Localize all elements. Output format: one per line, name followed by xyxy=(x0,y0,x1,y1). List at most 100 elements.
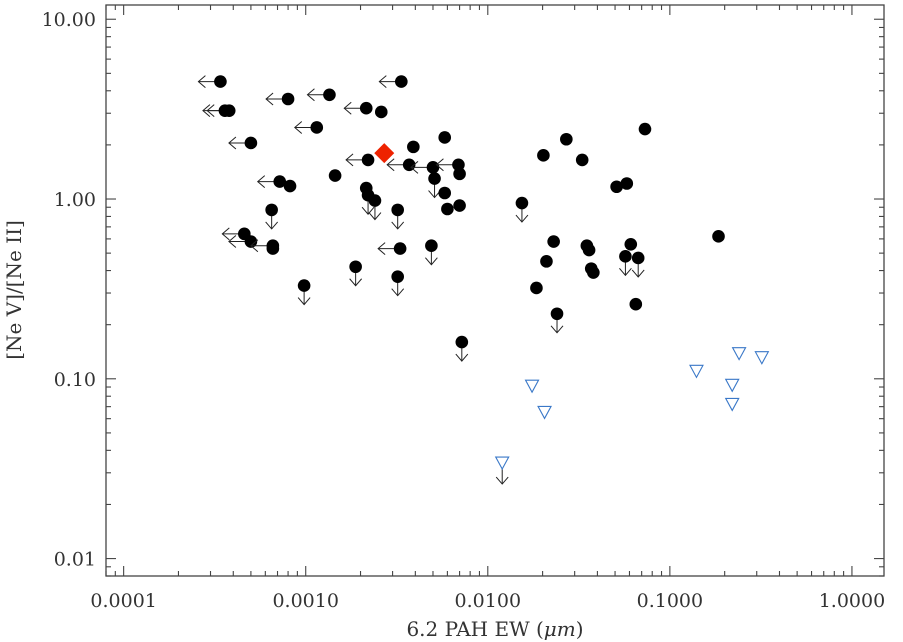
data-point xyxy=(610,180,623,194)
data-point xyxy=(391,203,404,217)
upper-limit-arrow-left xyxy=(306,88,326,102)
data-point xyxy=(455,335,469,349)
data-point xyxy=(624,237,638,251)
data-marks xyxy=(197,75,770,485)
data-point xyxy=(244,235,258,248)
data-point xyxy=(391,270,404,283)
upper-limit-arrow-left xyxy=(228,235,247,248)
x-tick-label: 1.0000 xyxy=(819,590,885,612)
y-tick-label: 0.01 xyxy=(54,549,96,571)
data-point xyxy=(515,196,529,210)
data-point-triangle xyxy=(689,364,704,379)
data-point xyxy=(283,179,297,193)
y-axis-title: [Ne V]/[Ne II] xyxy=(2,220,26,360)
x-tick-label: 0.1000 xyxy=(637,590,703,612)
data-point xyxy=(582,243,596,257)
upper-limit-arrow-down xyxy=(619,260,632,277)
upper-limit-arrow-down xyxy=(368,204,382,221)
data-point-diamond xyxy=(374,143,395,164)
x-tick-label: 0.0100 xyxy=(455,590,521,612)
data-point xyxy=(620,177,634,190)
data-point xyxy=(265,203,278,217)
x-tick-label: 0.0010 xyxy=(272,590,338,612)
axis-ticks xyxy=(105,5,884,577)
x-tick-labels: 0.0001 0.0010 0.0100 0.1000 1.0000 xyxy=(90,590,885,612)
upper-limit-arrow-left xyxy=(202,104,221,118)
upper-limit-arrow-down xyxy=(631,261,645,278)
data-point xyxy=(438,186,452,200)
upper-limit-arrow-down xyxy=(550,317,564,334)
data-point xyxy=(361,153,375,167)
data-point xyxy=(550,307,564,321)
data-point xyxy=(273,175,287,188)
upper-limit-arrow-down xyxy=(391,280,405,297)
data-point xyxy=(631,251,645,265)
upper-limit-arrow-down xyxy=(297,289,311,306)
upper-limit-arrow-down xyxy=(265,213,279,230)
data-point xyxy=(428,172,441,185)
x-tick-label: 0.0001 xyxy=(90,590,156,612)
upper-limit-arrow-down xyxy=(455,346,469,362)
data-point xyxy=(425,239,438,252)
upper-limit-arrow-left xyxy=(221,227,241,241)
data-point-triangle xyxy=(724,397,740,412)
x-axis-title: 6.2 PAH EW (μm) xyxy=(406,617,583,641)
data-point xyxy=(537,149,550,162)
data-point xyxy=(575,153,589,167)
data-point xyxy=(214,75,227,88)
data-point-triangle xyxy=(754,351,770,365)
data-point xyxy=(374,105,388,119)
data-point xyxy=(244,136,258,150)
data-point xyxy=(218,104,232,117)
upper-limit-arrow-left xyxy=(386,158,406,172)
data-point xyxy=(328,169,342,182)
data-point xyxy=(281,92,295,106)
data-point xyxy=(297,279,311,292)
upper-limit-arrow-left xyxy=(250,239,269,253)
upper-limit-arrow-left xyxy=(345,153,365,167)
data-point xyxy=(619,250,632,263)
data-point xyxy=(438,131,452,144)
upper-limit-arrow-left xyxy=(265,92,285,106)
data-point xyxy=(638,122,652,136)
data-point xyxy=(560,132,573,146)
upper-limit-arrow-left xyxy=(294,121,313,134)
data-point xyxy=(547,235,560,248)
y-tick-label: 0.10 xyxy=(54,369,96,391)
data-point xyxy=(712,230,725,243)
upper-limit-arrow-left xyxy=(228,136,247,150)
data-point xyxy=(540,255,553,268)
data-point xyxy=(368,194,382,207)
upper-limit-arrow-left xyxy=(197,75,217,88)
data-point xyxy=(453,199,466,212)
data-point xyxy=(393,242,407,255)
data-point-triangle xyxy=(731,347,747,361)
data-point xyxy=(426,161,440,174)
data-point-triangle xyxy=(537,405,552,420)
upper-limit-arrow-down xyxy=(515,207,529,223)
data-point xyxy=(310,121,324,134)
data-point xyxy=(266,242,280,255)
data-point xyxy=(441,202,454,216)
data-point xyxy=(453,167,466,181)
upper-limit-arrow-down xyxy=(361,199,375,215)
y-tick-label: 1.00 xyxy=(54,189,96,211)
data-point xyxy=(359,101,373,115)
data-point xyxy=(407,140,420,154)
data-point xyxy=(323,88,336,102)
upper-limit-arrow-left xyxy=(410,160,429,174)
data-point xyxy=(349,260,362,274)
upper-limit-arrow-down xyxy=(495,469,509,485)
upper-limit-arrow-left xyxy=(256,175,276,188)
data-point xyxy=(629,297,643,311)
upper-limit-arrow-left xyxy=(378,75,398,88)
upper-limit-arrow-down xyxy=(391,213,405,230)
plot-frame xyxy=(105,4,885,577)
data-point xyxy=(530,281,543,295)
data-point-triangle xyxy=(724,378,740,393)
upper-limit-arrow-left xyxy=(377,242,397,255)
y-tick-label: 10.00 xyxy=(42,9,96,31)
y-tick-labels: 0.01 0.10 1.00 10.00 xyxy=(42,9,96,570)
upper-limit-arrow-left xyxy=(343,101,363,115)
